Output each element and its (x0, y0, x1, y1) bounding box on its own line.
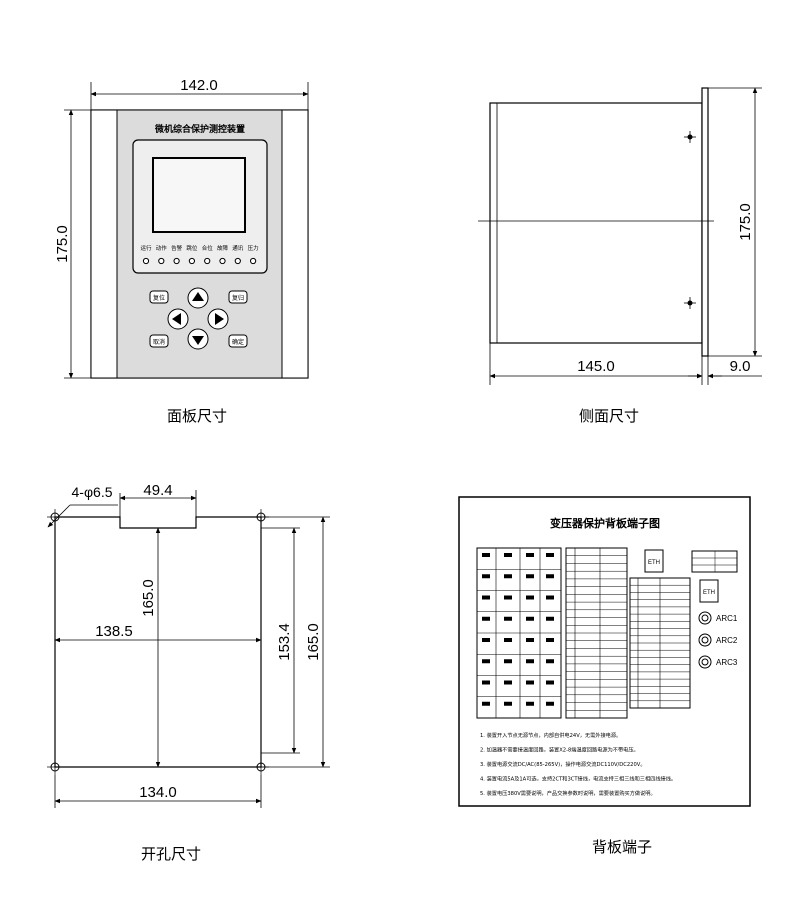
notch-dim: 49.4 (143, 482, 172, 499)
inner-height-dim: 165.0 (140, 579, 157, 617)
cutout-view: 49.4 4-φ6.5 165.0 138.5 153.4 165.0 134.… (47, 482, 330, 808)
indicator-label: 动作 (156, 244, 168, 252)
indicator-led (158, 257, 165, 265)
indicator-led (234, 257, 241, 265)
down-arrow-key (187, 328, 209, 350)
panel-height-dim: 175.0 (54, 225, 71, 263)
side-flange (701, 87, 709, 357)
menu-key-label: 复归 (232, 294, 244, 302)
hole-spec: 4-φ6.5 (72, 484, 113, 500)
mounting-screw-bottom (684, 297, 696, 309)
rear-note: 5. 装置电压380V需要说明，产品交换参数时说明，需要装置购买方做说明。 (480, 789, 656, 797)
terminal-block-analog (476, 547, 562, 719)
indicator-label: 通讯 (232, 244, 244, 252)
eth-port-2-label: ETH (703, 590, 715, 596)
indicator-label: 跳位 (186, 244, 198, 252)
side-view: 175.0 145.0 9.0 (478, 87, 762, 385)
indicator-led (204, 257, 211, 265)
hole-spacing-v-dim: 153.4 (276, 623, 293, 661)
up-arrow-icon (192, 292, 204, 301)
panel-right-rail (281, 109, 309, 379)
eth-port: ETH (644, 549, 664, 573)
side-depth-dim: 145.0 (577, 358, 615, 375)
panel-left-rail (90, 109, 118, 379)
device-title: 微机综合保护测控装置 (154, 123, 245, 135)
cancel-key-label: 取消 (153, 338, 165, 346)
cancel-key (149, 334, 169, 348)
indicator-led (173, 257, 180, 265)
indicator-led (188, 257, 195, 265)
arc-label: ARC2 (716, 636, 738, 645)
indicator-led (250, 257, 257, 265)
cutout-caption: 开孔尺寸 (141, 845, 202, 863)
indicator-label: 压力 (248, 244, 259, 252)
rear-notes: 1. 装置开入节点无源节点，内部自供电24V，无需外接电源。 2. 加温器不需要接… (480, 731, 676, 797)
panel-width-dim: 142.0 (180, 77, 218, 94)
mounting-screw-top (684, 131, 696, 143)
indicator-row: 运行动作告警跳位合位故障通讯压力 (140, 244, 259, 265)
indicator-label: 合位 (202, 244, 214, 252)
eth-port-label: ETH (648, 560, 660, 566)
panel-caption: 面板尺寸 (167, 407, 228, 425)
mounting-hole (47, 759, 63, 775)
left-arrow-key (167, 308, 189, 330)
outer-height-dim: 165.0 (305, 623, 322, 661)
confirm-key (228, 334, 248, 348)
side-height-dim: 175.0 (737, 203, 754, 241)
menu-key (228, 290, 248, 304)
indicator-label: 故障 (217, 244, 229, 252)
reset-key-label: 复位 (153, 294, 165, 302)
side-flange-dim: 9.0 (730, 358, 751, 375)
up-arrow-key (187, 287, 209, 309)
eth-port-2: ETH (699, 579, 719, 603)
side-caption: 侧面尺寸 (579, 407, 640, 425)
terminal-block-x4 (691, 550, 738, 573)
side-body (489, 102, 703, 344)
terminal-block-x3 (629, 577, 691, 709)
indicator-label: 运行 (140, 244, 152, 252)
right-arrow-key (207, 308, 229, 330)
rear-note: 3. 装置电源交流DC/AC(85-265V)，操作电源交流DC110V/DC2… (480, 760, 646, 768)
lcd-screen (152, 157, 246, 233)
hole-spacing-h-dim: 134.0 (139, 784, 177, 801)
rear-caption: 背板端子 (592, 838, 653, 856)
indicator-led (219, 257, 226, 265)
left-arrow-icon (172, 313, 181, 325)
confirm-key-label: 确定 (232, 338, 244, 346)
rear-note: 1. 装置开入节点无源节点，内部自供电24V，无需外接电源。 (480, 731, 621, 739)
rear-title: 变压器保护背板端子图 (550, 516, 660, 530)
indicator-led (142, 257, 150, 265)
arc-label: ARC1 (716, 614, 738, 623)
arc-label: ARC3 (716, 658, 738, 667)
rear-note: 4. 装置电流5A及1A可选，支持2CT和3CT接线，电流支持三相三线和三相四线… (480, 775, 676, 783)
mounting-hole (47, 509, 63, 525)
terminal-block-x2 (565, 547, 628, 719)
right-arrow-icon (215, 313, 224, 325)
down-arrow-icon (192, 336, 204, 345)
indicator-label: 告警 (171, 244, 183, 252)
rear-note: 2. 加温器不需要接温度回路，装置X2-8端温度回路电源为不带电压。 (480, 746, 639, 754)
inner-width-dim: 138.5 (95, 623, 133, 640)
reset-key (149, 290, 169, 304)
panel-view: 142.0 175.0 微机综合保护测控装置 运行动作告警跳位合位故障通讯压力 … (54, 77, 309, 379)
